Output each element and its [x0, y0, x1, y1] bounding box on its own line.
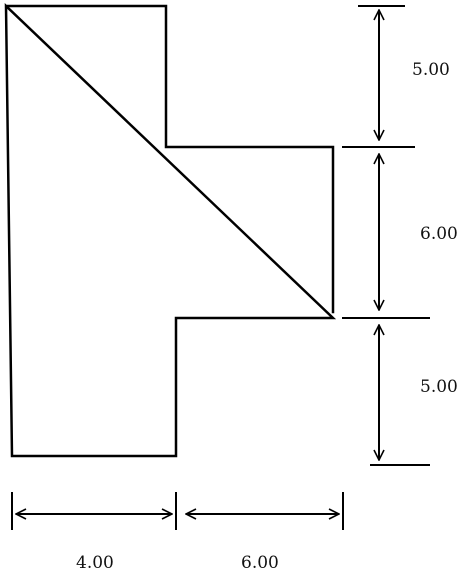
dim-label-vertical-middle: 6.00: [420, 224, 458, 244]
dim-label-horizontal-right: 6.00: [241, 553, 279, 573]
dim-label-vertical-bottom: 5.00: [420, 377, 458, 397]
shape-outline: [4, 3, 337, 458]
dim-label-horizontal-left: 4.00: [76, 553, 114, 573]
dim-label-vertical-top: 5.00: [412, 60, 450, 80]
